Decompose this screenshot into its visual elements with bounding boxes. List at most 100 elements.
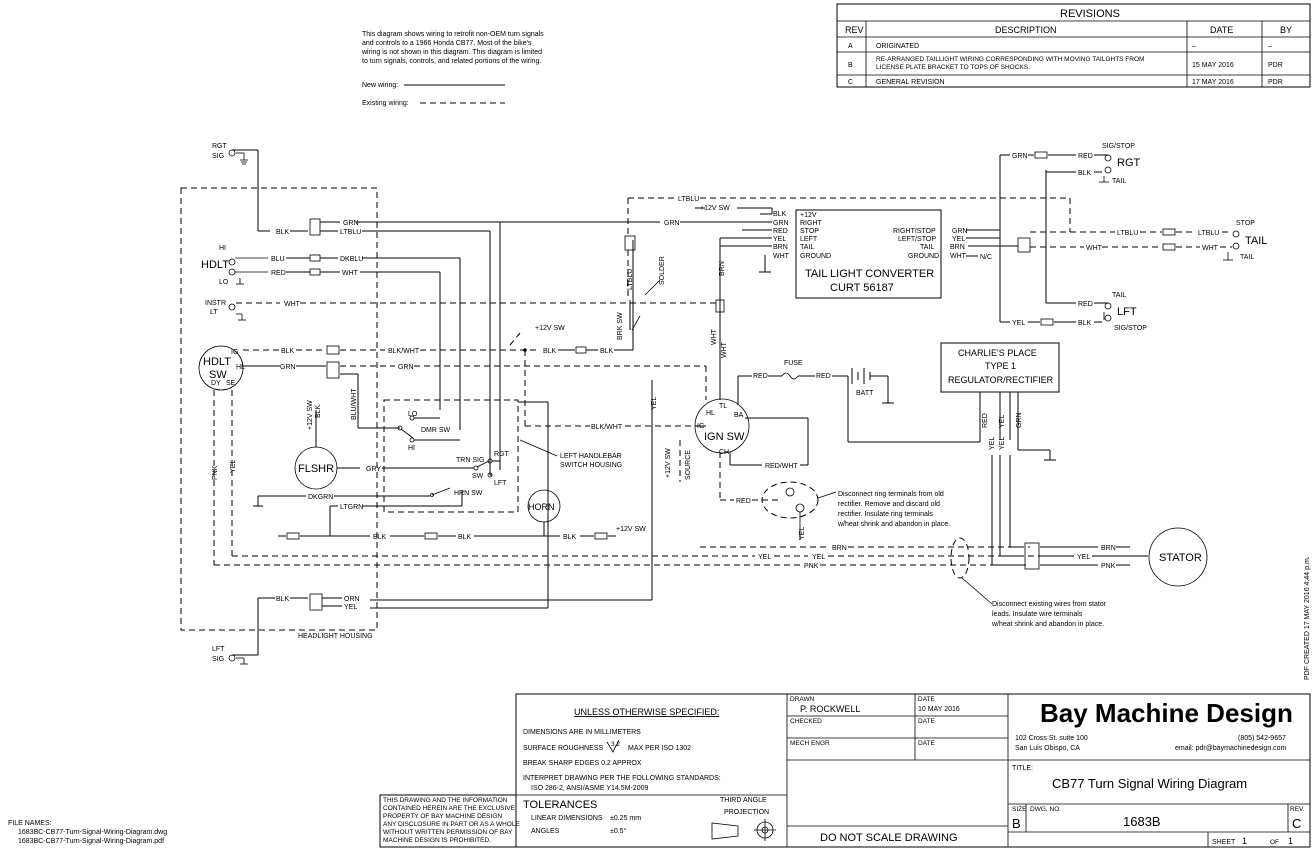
wire-label: BLK	[1078, 320, 1092, 327]
checked-label: CHECKED	[790, 718, 822, 725]
wire-label: BRN	[832, 545, 847, 552]
wire-label: BLK	[458, 534, 472, 541]
wire-label: YEL	[1077, 554, 1090, 561]
wire-label: YEL	[230, 460, 237, 473]
wire-label: GRN	[664, 220, 680, 227]
rev-cell: C	[848, 79, 853, 86]
file-names-label: FILE NAMES:	[8, 820, 52, 827]
wire-label: RED	[753, 373, 768, 380]
wire-label: YEL	[999, 415, 1006, 428]
tlc-output: RIGHT/STOP	[893, 228, 936, 235]
hdlt-sw-label: SW	[209, 369, 227, 381]
stator-disconnect-ellipse	[950, 537, 970, 579]
wire-label: BLU/WHT	[351, 388, 358, 420]
hdlt-label: HDLT	[201, 259, 229, 271]
wire-label: WHT	[773, 253, 790, 260]
date-label: DATE	[918, 718, 936, 725]
rgt-tail-label: TAIL	[1112, 178, 1126, 185]
stator-note-line: w/heat shrink and abandon in place.	[991, 621, 1104, 628]
tlc-output: TAIL	[920, 244, 934, 251]
intro-line: This diagram shows wiring to retrofit no…	[362, 31, 544, 38]
company-name: Bay Machine Design	[1040, 698, 1293, 728]
headlight-housing-label: HEADLIGHT HOUSING	[298, 633, 373, 640]
pin-label: IG	[231, 349, 238, 356]
ring-note-line: Disconnect ring terminals from old	[838, 491, 944, 498]
file-name: 1683BC-CB77-Turn-Signal-Wiring-Diagram.d…	[18, 829, 167, 836]
tail-label: TAIL	[1245, 235, 1267, 247]
fuse-label: FUSE	[784, 360, 803, 367]
wire-label: RED	[736, 498, 751, 505]
dmr-sw-label: DMR SW	[421, 427, 451, 434]
intro-line: and controls to a 1966 Honda CB77. Most …	[362, 40, 532, 47]
lft-tail-label: TAIL	[1112, 292, 1126, 299]
hdlt-sw-label: HDLT	[203, 356, 231, 368]
pin-label: HL	[706, 410, 715, 417]
wire-label: RED	[816, 373, 831, 380]
wire-label: LTBLU	[627, 269, 634, 290]
wire-label: +12V SW	[665, 448, 672, 478]
by-header: BY	[1280, 25, 1292, 35]
left-handlebar-housing-boundary	[383, 399, 519, 513]
wire-label: WHT	[711, 328, 718, 345]
horn-label: HORN	[528, 502, 555, 512]
wire-label: BLK	[1078, 170, 1092, 177]
mech-engr-label: MECH ENGR	[790, 740, 830, 747]
stator-note-line: leads. Insulate wire terminals	[992, 611, 1083, 618]
ring-note-line: rectifier. Remove and discard old	[838, 501, 940, 508]
third-angle-label: THIRD ANGLE	[720, 797, 767, 804]
linear-value: ±0.25 mm	[610, 815, 641, 822]
date-cell: –	[1192, 43, 1196, 50]
tail-label: TAIL	[1240, 254, 1254, 261]
pin-label: TL	[719, 403, 727, 410]
hdlt-lo: LO	[219, 279, 229, 286]
revisions-title: REVISIONS	[1060, 8, 1120, 20]
left-handlebar-label: LEFT HANDLEBAR	[560, 453, 622, 460]
tlc-input: RIGHT	[800, 220, 823, 227]
drawn-date: 10 MAY 2016	[918, 706, 960, 713]
hdlt-hi: HI	[219, 245, 226, 252]
wire-label: GRN	[343, 220, 359, 227]
wire-label: RED	[1078, 153, 1093, 160]
solder-label: SOLDER	[659, 256, 666, 285]
old-rectifier-terminals: YEL	[761, 481, 819, 540]
dmr-hi: HI	[408, 445, 415, 452]
battery: BATT	[851, 368, 874, 397]
tlc-input: STOP	[800, 228, 819, 235]
file-name: 1683BC-CB77-Turn-Signal-Wiring-Diagram.p…	[18, 838, 164, 845]
wire-label: PNK	[804, 563, 819, 570]
hdlt: HI HDLT LO	[201, 245, 268, 286]
wire-label: RED	[773, 228, 788, 235]
tolerances-label: TOLERANCES	[523, 799, 597, 811]
wire-label: GRY	[366, 466, 381, 473]
drawing-title: CB77 Turn Signal Wiring Diagram	[1052, 776, 1247, 791]
rev-value: C	[1292, 816, 1301, 831]
trn-sig-label: TRN SIG	[456, 457, 484, 464]
instr-lt: INSTR LT	[205, 300, 246, 321]
wire-label: +12V SW	[307, 400, 314, 430]
regulator-label: REGULATOR/RECTIFIER	[948, 375, 1054, 385]
wire-label: WHT	[950, 253, 967, 260]
third-angle-projection-icon	[711, 819, 776, 841]
desc-cell: LICENSE PLATE BRACKET TO TOPS OF SHOCKS.	[876, 64, 1030, 71]
lft-sig-label: LFT	[212, 646, 225, 653]
spec-line: MAX PER ISO 1302	[628, 745, 691, 752]
source-label: SOURCE	[685, 450, 692, 480]
property-line: WITHOUT WRITTEN PERMISSION OF BAY	[383, 829, 513, 836]
tlc-input: LEFT	[800, 236, 818, 243]
left-handlebar-label: SWITCH HOUSING	[560, 462, 622, 469]
wire-label: LTBLU	[1198, 230, 1219, 237]
wire-label: DKGRN	[308, 494, 333, 501]
roughness-value: 3.2	[611, 741, 620, 748]
spec-line: INTERPRET DRAWING PER THE FOLLOWING STAN…	[523, 775, 721, 782]
wire-label: +12V SW	[616, 526, 646, 533]
by-cell: –	[1268, 43, 1272, 50]
wire-label: BLK	[281, 348, 295, 355]
wire-label: BLK	[543, 348, 557, 355]
intro-line: to turn signals, controls, and related p…	[362, 58, 541, 65]
wire-label: WHT	[342, 270, 359, 277]
pin-label: HL	[236, 364, 245, 371]
wire-label: YEL	[651, 397, 658, 410]
batt-label: BATT	[856, 390, 874, 397]
pdf-created-stamp: PDF CREATED 17 MAY 2016 4:44 p.m.	[1304, 556, 1311, 680]
